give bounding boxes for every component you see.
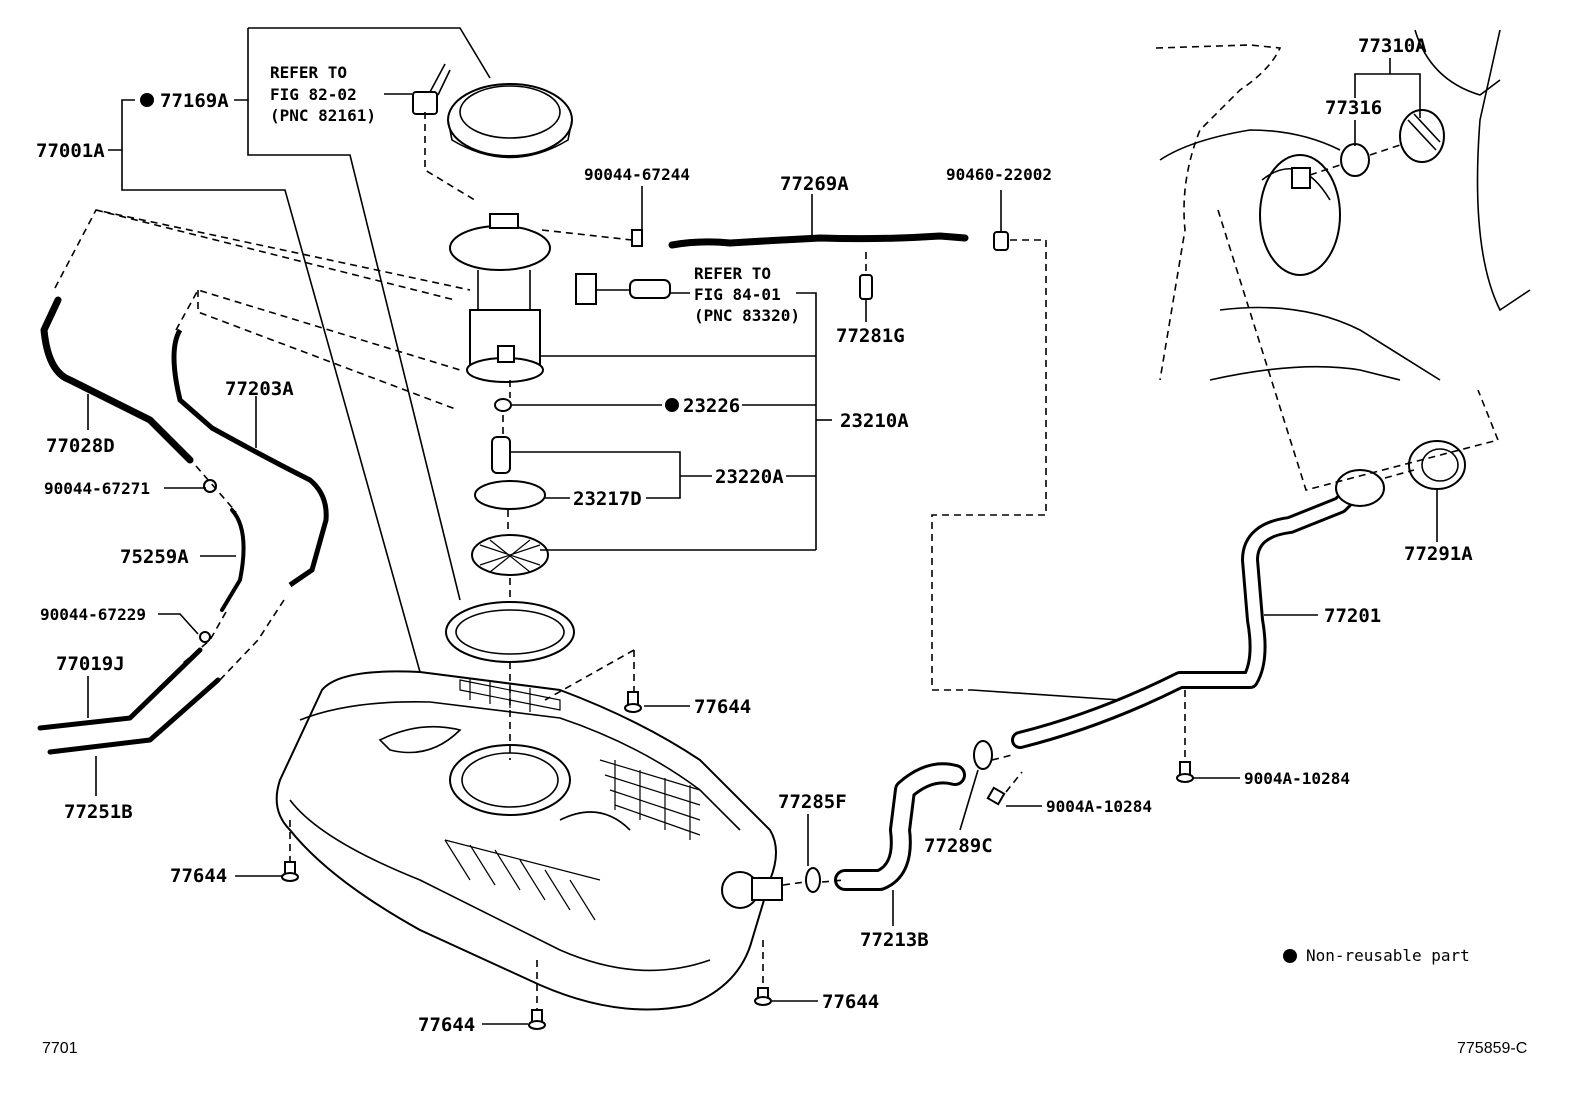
label-77291a[interactable]: 77291A	[1404, 543, 1473, 565]
bolt-77644-a[interactable]	[624, 691, 642, 713]
label-23217d[interactable]: 23217D	[573, 488, 642, 510]
ref-82-02-line3: (PNC 82161)	[270, 106, 376, 125]
gasket-77316[interactable]	[1340, 143, 1370, 177]
fuel-pump-assembly[interactable]	[449, 213, 551, 383]
label-77644-c[interactable]: 77644	[418, 1014, 475, 1036]
label-77213b[interactable]: 77213B	[860, 929, 929, 951]
label-90044-67244[interactable]: 90044-67244	[584, 165, 690, 184]
tube-77019j[interactable]	[37, 647, 203, 731]
label-77285f[interactable]: 77285F	[778, 791, 847, 813]
label-77269a[interactable]: 77269A	[780, 173, 849, 195]
clip-90044-67244[interactable]	[631, 229, 643, 247]
label-77281g[interactable]: 77281G	[836, 325, 905, 347]
footer-left-code: 7701	[42, 1040, 78, 1057]
bolt-9004a-10284-b[interactable]	[986, 786, 1006, 806]
label-77001a[interactable]: 77001A	[36, 140, 105, 162]
o-ring-23226[interactable]	[494, 398, 512, 412]
connector-82161[interactable]	[412, 63, 451, 115]
label-77644-d[interactable]: 77644	[822, 991, 879, 1013]
label-9004a-10284-a[interactable]: 9004A-10284	[1244, 769, 1350, 788]
pressure-regulator[interactable]	[491, 436, 511, 474]
label-23226[interactable]: 23226	[683, 395, 740, 417]
label-77169a[interactable]: 77169A	[160, 90, 229, 112]
label-77289c[interactable]: 77289C	[924, 835, 993, 857]
clamp-77289c[interactable]	[973, 740, 993, 770]
label-9004a-10284-b[interactable]: 9004A-10284	[1046, 797, 1152, 816]
leader-lines	[54, 27, 1438, 1025]
label-77310a[interactable]: 77310A	[1358, 35, 1427, 57]
connector-77281g[interactable]	[859, 274, 873, 300]
label-77028d[interactable]: 77028D	[46, 435, 115, 457]
clip-90460-22002[interactable]	[993, 231, 1009, 251]
ref-84-01-line1: REFER TO	[694, 264, 771, 283]
filler-grommet-77291a[interactable]	[1408, 440, 1466, 490]
footer-right-code: 775859-C	[1457, 1040, 1527, 1057]
tube-77028d[interactable]	[40, 296, 194, 464]
retainer-ring[interactable]	[447, 83, 573, 159]
label-90460-22002[interactable]: 90460-22002	[946, 165, 1052, 184]
label-77644-b[interactable]: 77644	[170, 865, 227, 887]
bolt-77644-c[interactable]	[528, 1009, 546, 1030]
clamp-77285f[interactable]	[805, 867, 821, 893]
bolt-9004a-10284-a[interactable]	[1176, 761, 1194, 783]
label-77203a[interactable]: 77203A	[225, 378, 294, 400]
label-77251b[interactable]: 77251B	[64, 801, 133, 823]
bolt-77644-d[interactable]	[754, 987, 772, 1006]
label-23210a[interactable]: 23210A	[840, 410, 909, 432]
label-77019j[interactable]: 77019J	[56, 653, 125, 675]
label-23220a[interactable]: 23220A	[715, 466, 784, 488]
regulator-holder[interactable]	[474, 480, 546, 510]
legend-text: Non-reusable part	[1306, 946, 1470, 965]
vehicle-body-fuel-lid	[1155, 29, 1531, 491]
label-77201[interactable]: 77201	[1324, 605, 1381, 627]
label-75259a[interactable]: 75259A	[120, 546, 189, 568]
ref-84-01-line2[interactable]: FIG 84-01	[694, 285, 781, 304]
legend-dot	[1283, 949, 1297, 963]
label-90044-67271[interactable]: 90044-67271	[44, 479, 150, 498]
filler-pipe-77201[interactable]	[971, 469, 1385, 749]
fuel-cap-77310a[interactable]	[1399, 109, 1445, 163]
ref-82-02-line2[interactable]: FIG 82-02	[270, 85, 357, 104]
label-90044-67229[interactable]: 90044-67229	[40, 605, 146, 624]
sender-gauge[interactable]	[575, 273, 671, 305]
label-77644-a[interactable]: 77644	[694, 696, 751, 718]
hose-75259a[interactable]	[220, 508, 246, 612]
tank-gasket[interactable]	[445, 601, 575, 663]
tube-77203a[interactable]	[171, 328, 329, 588]
nonreusable-dot-77169a	[140, 93, 154, 107]
tube-77251b[interactable]	[47, 677, 221, 755]
ref-82-02-line1: REFER TO	[270, 63, 347, 82]
fuel-hose-77269a[interactable]	[668, 232, 969, 249]
nonreusable-dot-23226	[665, 398, 679, 412]
suction-filter[interactable]	[471, 534, 549, 576]
ref-84-01-line3: (PNC 83320)	[694, 306, 800, 325]
fuel-tank[interactable]	[275, 670, 783, 1011]
label-77316[interactable]: 77316	[1325, 97, 1382, 119]
bolt-77644-b[interactable]	[281, 861, 299, 882]
